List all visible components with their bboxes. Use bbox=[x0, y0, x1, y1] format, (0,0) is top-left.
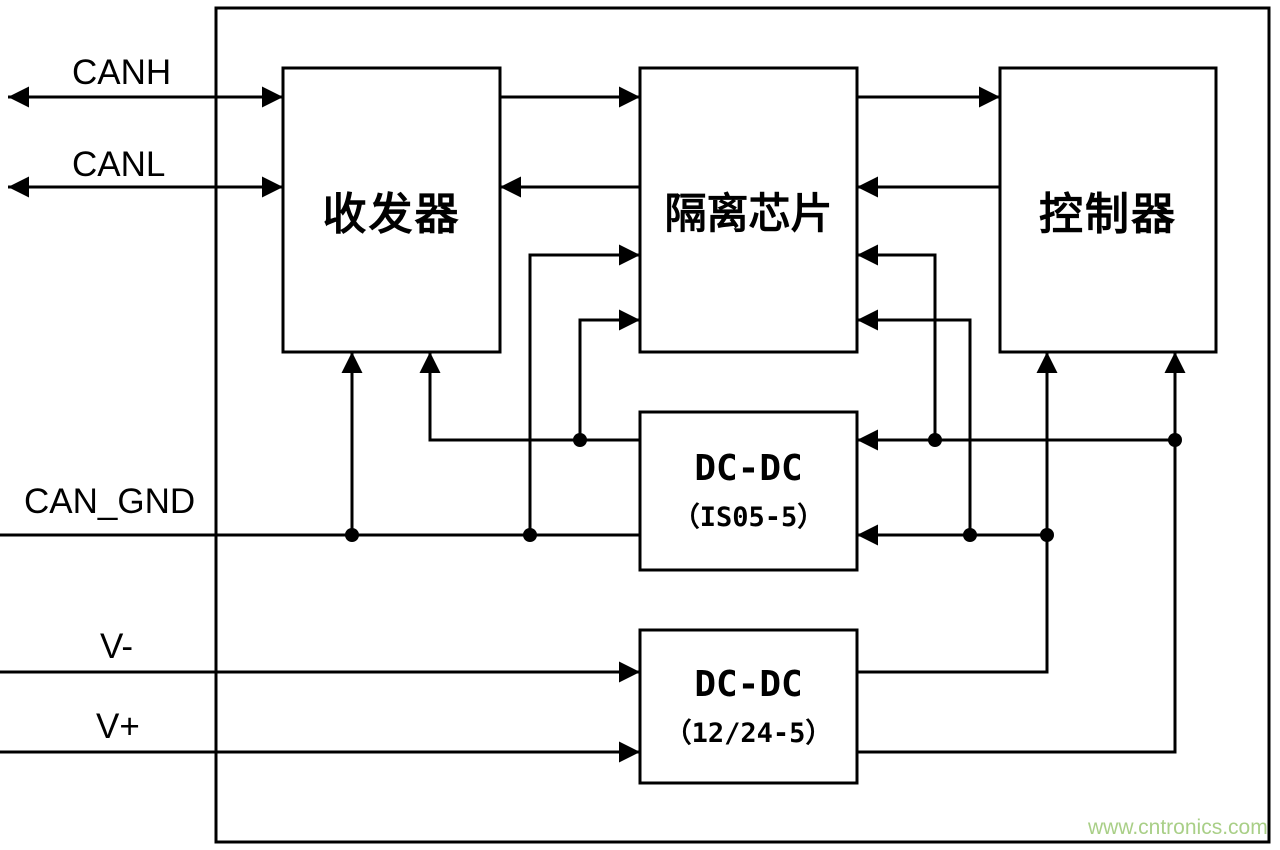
canl-label: CANL bbox=[72, 145, 166, 184]
dcdc-main-part-number: （12/24-5） bbox=[664, 717, 833, 749]
junction-dot bbox=[345, 528, 359, 542]
dcdc-iso-label: DC-DC （IS05-5） bbox=[640, 412, 857, 570]
watermark: www.cntronics.com bbox=[1088, 816, 1268, 839]
v-minus-label: V- bbox=[100, 627, 134, 666]
system-boundary-box bbox=[214, 6, 1271, 844]
transceiver-label: 收发器 bbox=[322, 189, 461, 240]
junction-dot bbox=[928, 433, 942, 447]
iso-right-lower-supply-arrow bbox=[857, 309, 972, 535]
junction-dot bbox=[523, 528, 537, 542]
canh-label: CANH bbox=[72, 53, 172, 92]
dcdc-main-to-controller-arrow-b bbox=[857, 352, 1186, 754]
dcdc-main-title: DC-DC bbox=[694, 663, 803, 705]
can-gnd-label: CAN_GND bbox=[24, 482, 196, 521]
iso-right-upper-supply-arrow bbox=[857, 244, 937, 440]
dcdc-iso-to-transceiver-arrow bbox=[419, 352, 640, 442]
dcdc-main-to-controller-arrow-a bbox=[857, 352, 1058, 674]
isolation-chip-label: 隔离芯片 bbox=[664, 188, 833, 238]
isolation-chip-box bbox=[638, 66, 859, 354]
junction-dot bbox=[963, 528, 977, 542]
controller-box bbox=[998, 66, 1218, 354]
dcdc-iso-box bbox=[638, 410, 859, 572]
transceiver-box bbox=[281, 66, 502, 354]
dcdc-iso-part-number: （IS05-5） bbox=[672, 502, 825, 533]
junction-dot bbox=[1168, 433, 1182, 447]
iso-left-lower-supply-arrow bbox=[578, 309, 640, 440]
v-plus-label: V+ bbox=[96, 707, 140, 746]
iso-left-upper-supply-arrow bbox=[528, 244, 640, 535]
dcdc-iso-title: DC-DC bbox=[694, 448, 803, 489]
junction-dot bbox=[573, 433, 587, 447]
dcdc-main-label: DC-DC （12/24-5） bbox=[640, 630, 857, 783]
junction-dot bbox=[1040, 528, 1054, 542]
dcdc-main-box bbox=[638, 628, 859, 785]
controller-label: 控制器 bbox=[1039, 189, 1177, 240]
